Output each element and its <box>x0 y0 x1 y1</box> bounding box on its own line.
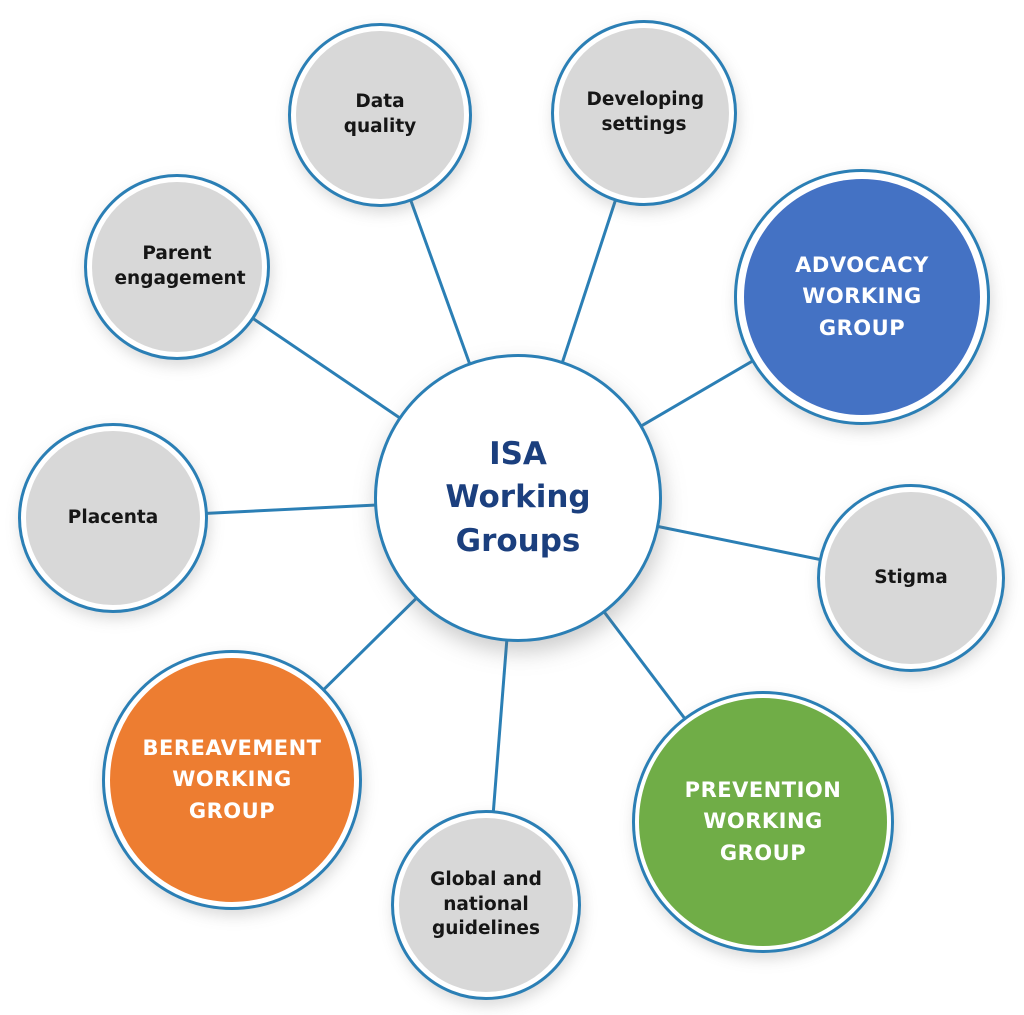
node-advocacy-label: ADVOCACY WORKING GROUP <box>795 252 929 340</box>
node-advocacy-circle: ADVOCACY WORKING GROUP <box>744 179 980 415</box>
node-hub-isa-working-groups: ISA Working Groups <box>374 354 662 642</box>
node-global-national-guidelines: Global and national guidelines <box>391 810 581 1000</box>
node-developing-settings-label: Developing settings <box>586 89 705 135</box>
node-placenta-circle: Placenta <box>26 431 200 605</box>
node-stigma-label: Stigma <box>874 566 948 588</box>
node-prevention-circle: PREVENTION WORKING GROUP <box>639 698 887 946</box>
node-bereavement-label: BEREAVEMENT WORKING GROUP <box>142 735 322 823</box>
node-guidelines-label: Global and national guidelines <box>430 868 542 940</box>
node-prevention-label: PREVENTION WORKING GROUP <box>684 777 842 865</box>
node-stigma-circle: Stigma <box>825 492 997 664</box>
node-developing-settings-circle: Developing settings <box>559 28 729 198</box>
node-developing-settings: Developing settings <box>551 20 737 206</box>
node-prevention-working-group: PREVENTION WORKING GROUP <box>632 691 894 953</box>
node-parent-engagement-label: Parent engagement <box>114 243 246 289</box>
node-data-quality: Data quality <box>288 23 472 207</box>
node-placenta: Placenta <box>18 423 208 613</box>
node-data-quality-circle: Data quality <box>296 31 464 199</box>
node-bereavement-working-group: BEREAVEMENT WORKING GROUP <box>102 650 362 910</box>
node-parent-engagement: Parent engagement <box>84 174 270 360</box>
node-guidelines-circle: Global and national guidelines <box>399 818 573 992</box>
node-hub-circle: ISA Working Groups <box>379 359 657 637</box>
node-data-quality-label: Data quality <box>343 91 417 137</box>
diagram-title: ISA Working Groups <box>445 435 591 559</box>
node-bereavement-circle: BEREAVEMENT WORKING GROUP <box>110 658 354 902</box>
node-advocacy-working-group: ADVOCACY WORKING GROUP <box>734 169 990 425</box>
node-stigma: Stigma <box>817 484 1005 672</box>
node-parent-engagement-circle: Parent engagement <box>92 182 262 352</box>
node-placenta-label: Placenta <box>67 506 159 528</box>
